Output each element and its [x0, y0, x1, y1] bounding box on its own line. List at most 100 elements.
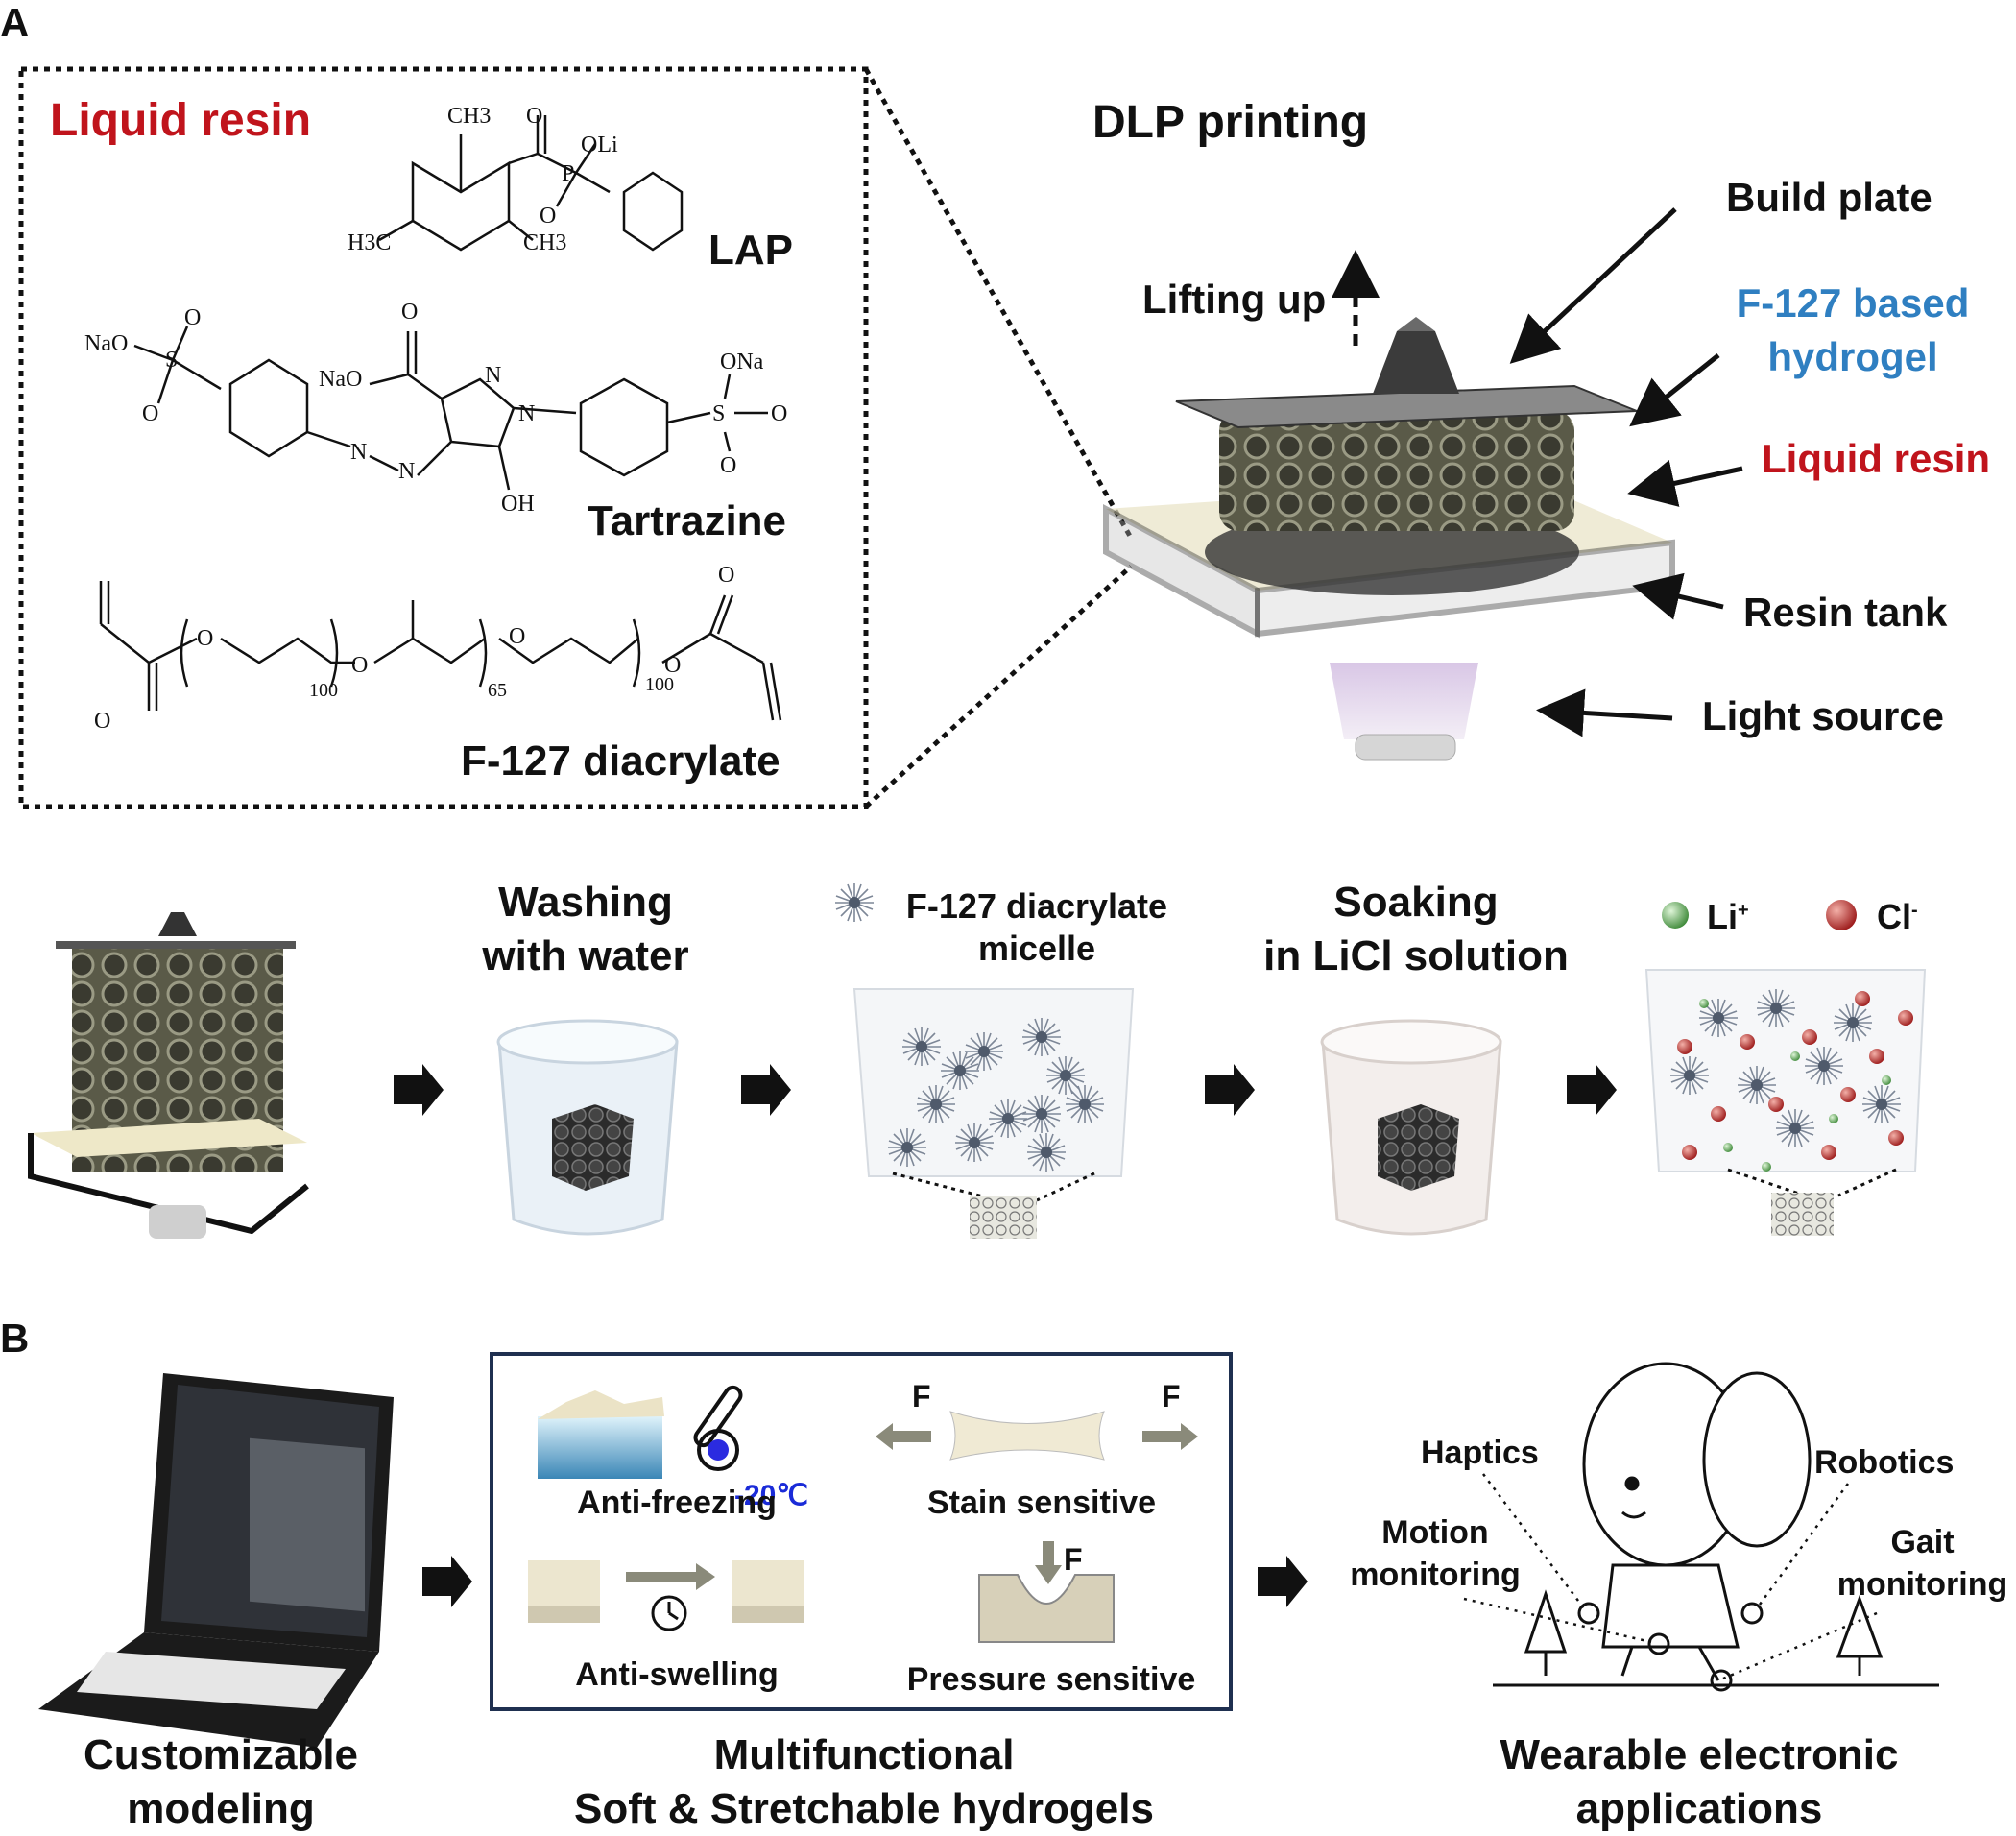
micelle-label-line1: F-127 diacrylate	[905, 886, 1168, 926]
multifunctional-line1: Multifunctional	[713, 1731, 1015, 1778]
f127-atom: O	[664, 653, 682, 678]
tartrazine-name: Tartrazine	[588, 497, 787, 544]
pressure-sensitive-label: Pressure sensitive	[906, 1661, 1196, 1698]
light-source-label: Light source	[1702, 693, 1945, 738]
washing-label: Washing with water	[432, 876, 739, 983]
panel-b-arrows	[422, 1556, 1308, 1607]
customizable-modeling-label: Customizable modeling	[38, 1728, 403, 1836]
lap-atom: H3C	[348, 230, 392, 255]
resin-box-outline	[18, 66, 1134, 809]
tartrazine-atom: N	[350, 440, 368, 465]
multifunctional-label: Multifunctional Soft & Stretchable hydro…	[523, 1728, 1205, 1836]
build-plate-label: Build plate	[1726, 175, 1932, 220]
wearable-line2: applications	[1575, 1785, 1823, 1832]
liquid-resin-label: Liquid resin	[1762, 436, 1991, 481]
micelle-box	[834, 882, 1135, 1239]
panel-b-label: B	[0, 1316, 30, 1361]
tartrazine-atom: O	[720, 453, 737, 478]
customizable-line1: Customizable	[83, 1731, 359, 1778]
cl-ion-label: Cl-	[1877, 897, 1918, 936]
dlp-arrows	[1332, 207, 1743, 737]
lap-structure	[378, 115, 684, 252]
force-label-pressure: F	[1064, 1542, 1083, 1577]
wearable-line1: Wearable electronic	[1500, 1731, 1899, 1778]
lifting-up-label: Lifting up	[1142, 277, 1327, 322]
force-label-left: F	[912, 1379, 931, 1413]
f127-structure	[99, 581, 782, 721]
f127-atom: O	[509, 624, 526, 649]
gait-monitoring-label: Gait monitoring	[1829, 1521, 2016, 1606]
motion-monitoring-label: Motion monitoring	[1339, 1511, 1531, 1596]
gait-line1: Gait	[1890, 1524, 1955, 1560]
tartrazine-atom: ONa	[720, 350, 764, 374]
liquid-resin-title: Liquid resin	[50, 95, 312, 146]
soaking-label-line2: in LiCl solution	[1263, 932, 1569, 979]
f127-atom: O	[718, 563, 735, 588]
soaking-beaker	[1320, 1019, 1502, 1236]
strain-sensitive-label: Stain sensitive	[926, 1485, 1157, 1521]
tartrazine-atom: O	[184, 305, 202, 330]
application-leader-lines	[1463, 1473, 1878, 1680]
lap-atom: O	[540, 204, 557, 229]
motion-line2: monitoring	[1350, 1557, 1521, 1593]
panel-a-label: A	[0, 0, 30, 45]
tartrazine-structure	[133, 326, 768, 491]
soaking-label: Soaking in LiCl solution	[1238, 876, 1594, 983]
tartrazine-atom: N	[485, 363, 502, 388]
motion-line1: Motion	[1381, 1514, 1489, 1551]
washing-label-line2: with water	[482, 932, 689, 979]
anti-swelling-graphic	[528, 1560, 804, 1631]
anti-freezing-graphic	[538, 1385, 743, 1479]
lap-atom: CH3	[523, 230, 567, 255]
anti-freezing-label: Anti-freezing	[577, 1485, 777, 1521]
tartrazine-atom: O	[142, 401, 159, 426]
tartrazine-atom: NaO	[319, 367, 363, 392]
laptop-illustration	[38, 1373, 394, 1748]
micelle-label-line2: micelle	[977, 929, 1096, 968]
lap-atom: O	[526, 104, 543, 129]
f127-repeat-count: 100	[309, 680, 338, 701]
tartrazine-atom: O	[401, 300, 419, 325]
wearable-label: Wearable electronic applications	[1445, 1728, 1954, 1836]
properties-frame	[490, 1352, 1233, 1711]
tartrazine-atom: S	[165, 348, 179, 373]
resin-tank-label: Resin tank	[1743, 590, 1948, 635]
f127-repeat-count: 100	[645, 674, 674, 695]
gait-line2: monitoring	[1836, 1566, 2008, 1603]
customizable-line2: modeling	[127, 1785, 315, 1832]
li-ion-label: Li+	[1707, 897, 1749, 936]
strain-graphic	[876, 1411, 1198, 1461]
pressure-graphic	[978, 1541, 1115, 1643]
f127-atom: O	[351, 653, 369, 678]
multifunctional-line2: Soft & Stretchable hydrogels	[574, 1785, 1154, 1832]
tartrazine-atom: S	[712, 401, 726, 426]
tartrazine-atom: O	[771, 401, 788, 426]
wearable-character	[1493, 1362, 1939, 1692]
cl-ion-marker	[1826, 900, 1857, 930]
tartrazine-atom: NaO	[84, 331, 129, 356]
anti-swelling-label: Anti-swelling	[575, 1656, 779, 1693]
dlp-title: DLP printing	[1092, 97, 1369, 148]
f127-repeat-count: 65	[488, 680, 507, 701]
micelle-label: F-127 diacrylate micelle	[883, 885, 1190, 970]
hydrogel-label-line2: hydrogel	[1767, 334, 1938, 379]
tartrazine-atom: OH	[501, 492, 535, 517]
temperature-label: -20℃	[734, 1480, 809, 1511]
lap-atom: OLi	[581, 133, 618, 157]
haptics-label: Haptics	[1421, 1435, 1539, 1471]
tartrazine-atom: N	[398, 459, 416, 484]
lap-name: LAP	[708, 227, 793, 274]
lap-atom: CH3	[447, 104, 492, 129]
lap-atom: P	[562, 161, 575, 186]
hydrogel-label: F-127 based hydrogel	[1709, 277, 1997, 384]
robotics-label: Robotics	[1814, 1444, 1955, 1481]
dlp-printer-illustration	[1103, 317, 1675, 761]
f127-atom: O	[94, 709, 111, 734]
washing-beaker	[496, 1019, 679, 1236]
ion-box	[1644, 900, 1927, 1236]
f127-name: F-127 diacrylate	[461, 737, 780, 785]
f127-atom: O	[197, 626, 214, 651]
soaking-label-line1: Soaking	[1333, 879, 1499, 926]
tartrazine-atom: N	[518, 401, 536, 426]
